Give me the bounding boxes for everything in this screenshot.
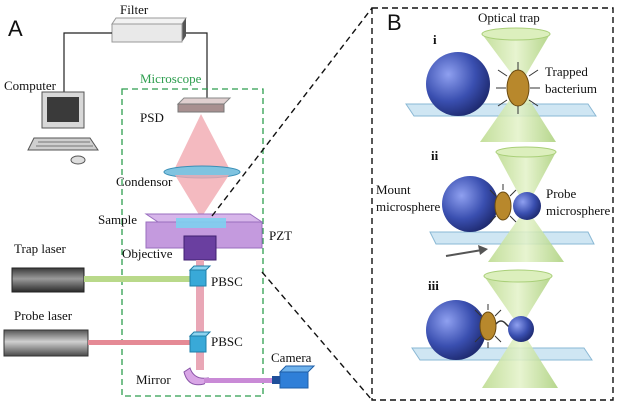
mount-microsphere-ii [442,176,498,232]
movement-arrowhead-ii [478,245,488,255]
objective-label: Objective [122,246,173,261]
optical-trap-label: Optical trap [478,10,540,25]
subpanel-ii-numeral: ii [431,148,439,163]
filter-box [111,17,187,43]
pbsc-1-label: PBSC [211,274,243,289]
optical-trap-cone-iii [482,269,558,388]
upper-light-cone [175,114,229,168]
sample-label: Sample [98,212,137,227]
mount-label-line1: Mount [376,182,411,197]
trapped-label-line1: Trapped [545,64,588,79]
zoom-line-top [211,7,373,217]
trap-beam [84,276,192,282]
bacterium-ii [489,184,517,223]
mount-microsphere-iii [426,300,486,360]
subpanel-iii-numeral: iii [428,278,439,293]
camera-label: Camera [271,350,312,365]
pbsc-cube-2 [188,331,212,353]
trap-laser-label: Trap laser [14,241,67,256]
panel-b-letter: B [387,10,402,35]
trapped-bacterium-i [496,62,540,114]
optical-trap-cone-ii [488,146,564,262]
movement-arrow-ii [445,249,483,257]
panel-b-frame [371,7,614,401]
microscope-label: Microscope [140,71,202,86]
psd-label: PSD [140,110,164,125]
bacterium-iii [474,304,502,348]
mount-label-line2: microsphere [376,199,440,214]
camera-beam [204,378,280,383]
mirror-label: Mirror [136,372,171,387]
camera-icon [272,365,316,389]
computer-label: Computer [4,78,57,93]
zoom-line-bottom [261,271,373,401]
microscope-box [121,88,264,397]
probe-microsphere-iii [508,316,534,342]
trapped-label-line2: bacterium [545,81,597,96]
lower-light-cone [175,175,229,218]
trap-laser [11,267,85,293]
filter-label: Filter [120,2,149,17]
probe-label-line2: microsphere [546,203,610,218]
computer-icon [27,91,99,165]
probe-laser [3,329,89,357]
pbsc-cube-1 [188,265,212,287]
mount-microsphere-i [426,52,490,116]
psd-detector [176,97,232,113]
panel-a-letter: A [8,16,23,41]
probe-microsphere-ii [513,192,541,220]
probe-beam [88,340,192,345]
probe-laser-label: Probe laser [14,308,73,323]
probe-label-line1: Probe [546,186,577,201]
condensor-label: Condensor [116,174,173,189]
vertical-beam [196,260,204,370]
pzt-label: PZT [269,228,292,243]
psd-wire [186,32,208,98]
objective-lens [183,235,217,261]
subpanel-i-numeral: i [433,32,437,47]
pbsc-2-label: PBSC [211,334,243,349]
computer-wire [63,32,112,92]
